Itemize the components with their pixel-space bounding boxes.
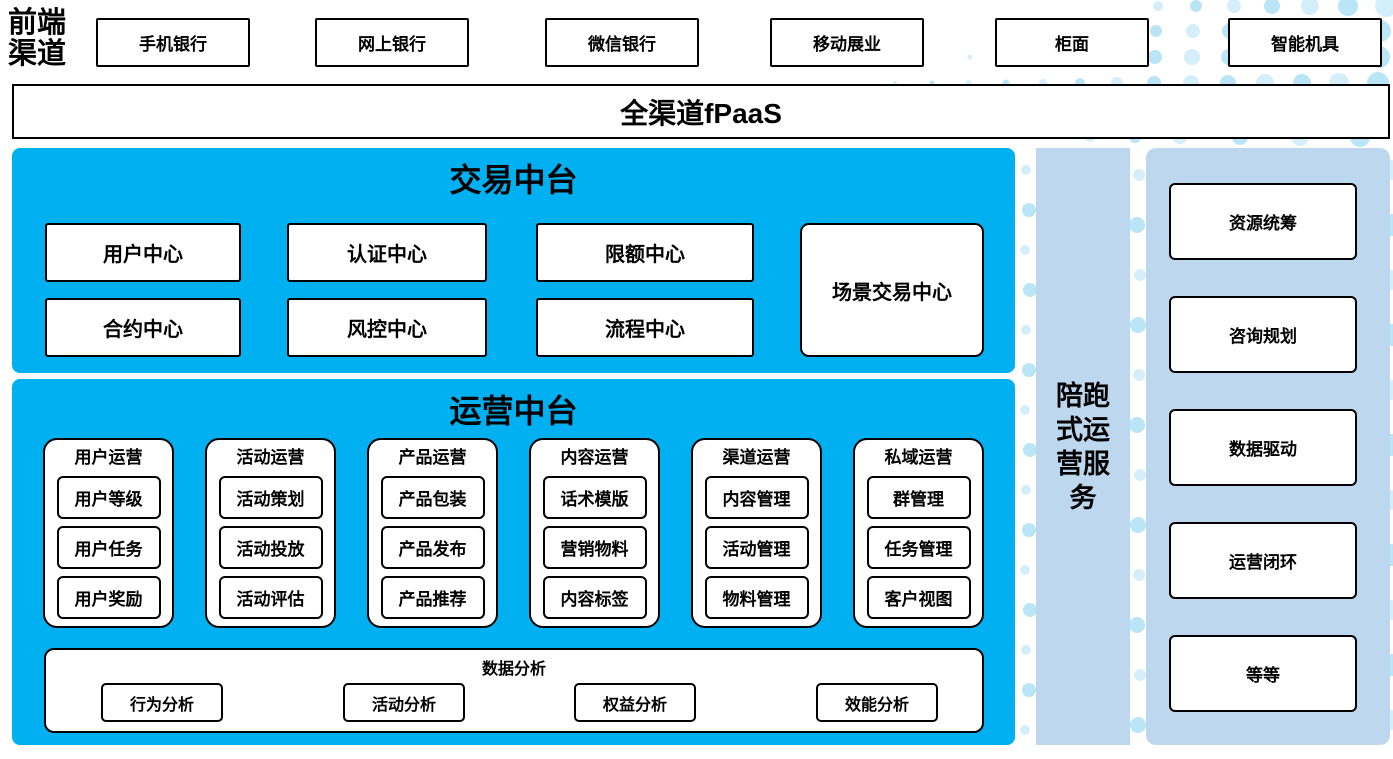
ops-item: 用户任务: [56, 526, 161, 569]
companion-service-bar: 陪跑 式运 营服 务: [1036, 148, 1130, 745]
center-box-process: 流程中心: [536, 298, 754, 357]
data-analysis-box: 数据分析 行为分析 活动分析 权益分析 效能分析: [44, 648, 984, 733]
service-box-consulting: 咨询规划: [1169, 296, 1357, 373]
companion-service-label: 陪跑 式运 营服 务: [1056, 380, 1110, 513]
ops-item: 产品推荐: [380, 576, 485, 619]
ops-item: 营销物料: [542, 526, 647, 569]
ops-item: 群管理: [866, 476, 971, 519]
ops-column-title: 渠道运营: [722, 448, 791, 467]
analysis-item-behavior: 行为分析: [101, 683, 223, 722]
front-channels-label-line1: 前端: [7, 7, 66, 39]
ops-column-title: 用户运营: [74, 448, 143, 467]
channel-box-wechat-banking: 微信银行: [545, 18, 699, 67]
ops-item: 客户视图: [866, 576, 971, 619]
center-box-limit: 限额中心: [536, 223, 754, 282]
ops-column-title: 内容运营: [560, 448, 629, 467]
center-box-contract: 合约中心: [45, 298, 241, 357]
center-box-user: 用户中心: [45, 223, 241, 282]
service-box-etc: 等等: [1169, 635, 1357, 712]
ops-item: 内容标签: [542, 576, 647, 619]
ops-column-activity: 活动运营 活动策划 活动投放 活动评估: [205, 438, 336, 628]
channel-box-smart-devices: 智能机具: [1228, 18, 1382, 67]
center-box-auth: 认证中心: [287, 223, 487, 282]
channel-box-mobile-banking: 手机银行: [96, 18, 250, 67]
ops-column-title: 产品运营: [398, 448, 467, 467]
ops-column-product: 产品运营 产品包装 产品发布 产品推荐: [367, 438, 498, 628]
service-box-resource-planning: 资源统筹: [1169, 183, 1357, 260]
service-panel: 资源统筹 咨询规划 数据驱动 运营闭环 等等: [1146, 148, 1390, 745]
ops-item: 活动投放: [218, 526, 323, 569]
analysis-item-rights: 权益分析: [574, 683, 696, 722]
ops-item: 产品包装: [380, 476, 485, 519]
ops-item: 内容管理: [704, 476, 809, 519]
trade-platform-panel: 交易中台 用户中心 认证中心 限额中心 合约中心 风控中心 流程中心 场景交易中…: [12, 148, 1015, 373]
ops-item: 话术模版: [542, 476, 647, 519]
front-channels-label: 前端 渠道: [6, 8, 68, 70]
ops-item: 任务管理: [866, 526, 971, 569]
center-box-risk: 风控中心: [287, 298, 487, 357]
channel-box-counter: 柜面: [995, 18, 1149, 67]
analysis-item-activity: 活动分析: [343, 683, 465, 722]
ops-platform-panel: 运营中台 用户运营 用户等级 用户任务 用户奖励 活动运营 活动策划 活动投放 …: [12, 379, 1015, 745]
front-channels-label-line2: 渠道: [7, 38, 66, 70]
ops-column-private-domain: 私域运营 群管理 任务管理 客户视图: [853, 438, 984, 628]
channel-box-mobile-outreach: 移动展业: [770, 18, 924, 67]
data-analysis-title: 数据分析: [481, 661, 546, 678]
ops-platform-title: 运营中台: [449, 393, 578, 429]
ops-item: 用户等级: [56, 476, 161, 519]
service-box-data-driven: 数据驱动: [1169, 409, 1357, 486]
ops-item: 活动策划: [218, 476, 323, 519]
ops-item: 活动管理: [704, 526, 809, 569]
center-box-scene-trade: 场景交易中心: [800, 223, 984, 357]
service-box-ops-loop: 运营闭环: [1169, 522, 1357, 599]
ops-column-content: 内容运营 话术模版 营销物料 内容标签: [529, 438, 660, 628]
ops-column-title: 活动运营: [236, 448, 305, 467]
ops-column-user: 用户运营 用户等级 用户任务 用户奖励: [43, 438, 174, 628]
fpaas-bar: 全渠道fPaaS: [12, 84, 1390, 139]
analysis-item-efficiency: 效能分析: [816, 683, 938, 722]
ops-column-channel: 渠道运营 内容管理 活动管理 物料管理: [691, 438, 822, 628]
ops-item: 活动评估: [218, 576, 323, 619]
ops-item: 物料管理: [704, 576, 809, 619]
ops-column-title: 私域运营: [884, 448, 953, 467]
ops-item: 产品发布: [380, 526, 485, 569]
ops-item: 用户奖励: [56, 576, 161, 619]
trade-platform-title: 交易中台: [449, 162, 578, 198]
channel-box-online-banking: 网上银行: [315, 18, 469, 67]
